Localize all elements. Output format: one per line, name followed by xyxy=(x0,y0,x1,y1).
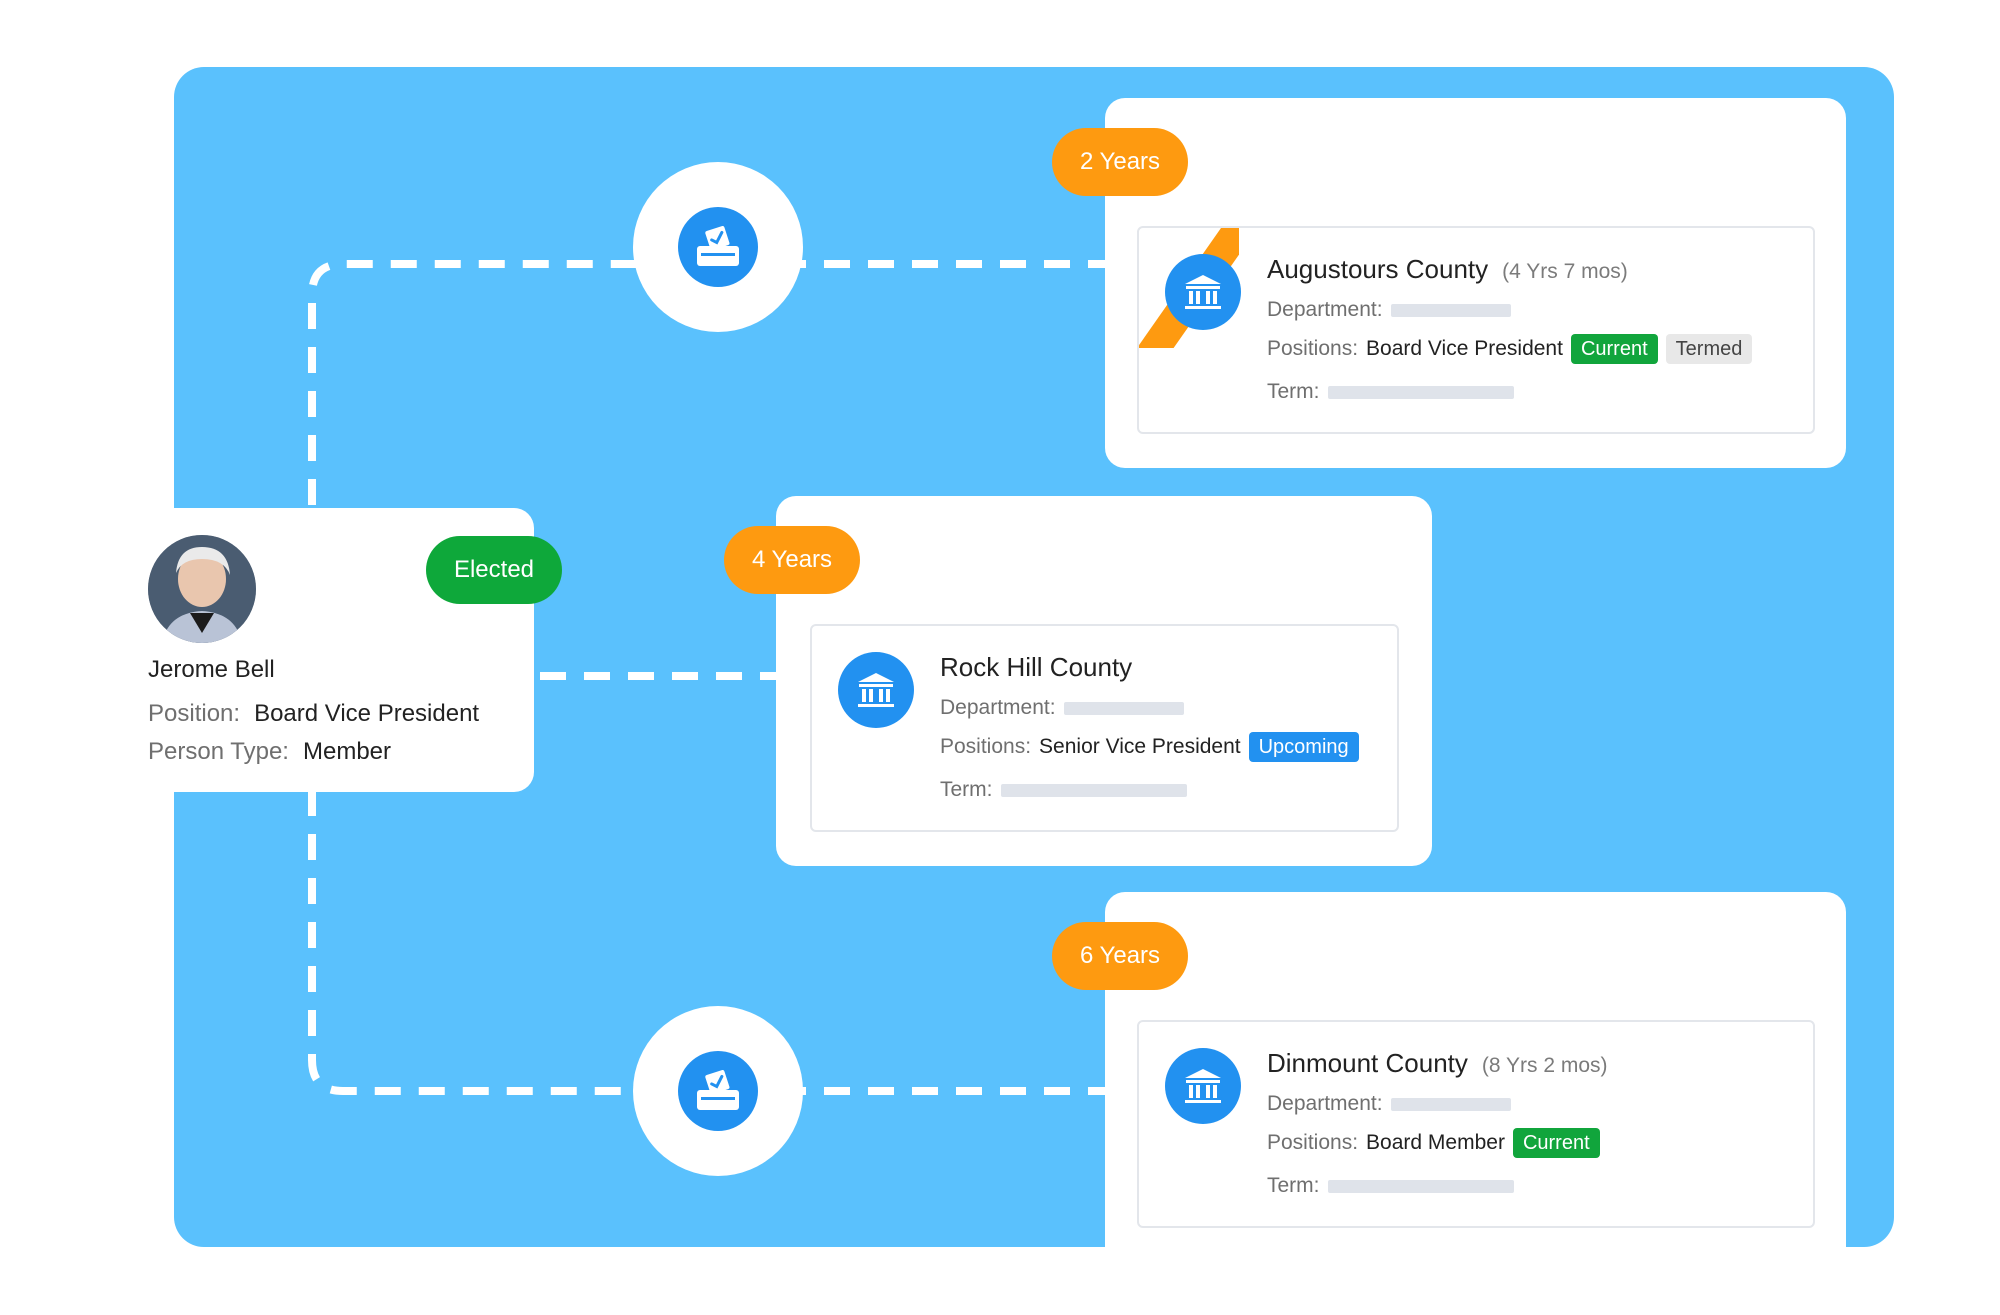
positions-row: Positions: Board Member Current xyxy=(1267,1128,1608,1158)
term-placeholder xyxy=(1327,1179,1514,1193)
org-detail-panel: Primary Augustours County (4 Yrs 7 mos) … xyxy=(1137,226,1815,434)
person-name: Jerome Bell xyxy=(148,656,275,683)
org-detail-panel: Dinmount County (8 Yrs 2 mos) Department… xyxy=(1137,1020,1815,1228)
org-title-row: Augustours County (4 Yrs 7 mos) xyxy=(1267,254,1628,285)
current-badge: Current xyxy=(1570,334,1658,364)
government-building-icon xyxy=(838,652,914,728)
current-badge: Current xyxy=(1512,1128,1600,1158)
ballot-node-top xyxy=(633,162,803,332)
ballot-box-icon xyxy=(678,1051,758,1131)
person-type-row: Person Type: Member xyxy=(148,738,391,766)
org-name: Rock Hill County xyxy=(940,652,1133,682)
positions-row: Positions: Senior Vice President Upcomin… xyxy=(940,732,1367,762)
department-row: Department: xyxy=(1267,298,1511,322)
department-label: Department: xyxy=(940,696,1056,719)
person-type-label: Person Type: xyxy=(148,738,289,765)
term-placeholder xyxy=(1000,783,1187,797)
position-value: Senior Vice President xyxy=(1039,735,1241,758)
org-title-row: Dinmount County (8 Yrs 2 mos) xyxy=(1267,1048,1608,1079)
org-title-row: Rock Hill County xyxy=(940,652,1132,683)
person-avatar xyxy=(148,535,256,643)
government-building-icon xyxy=(1165,254,1241,330)
positions-label: Positions: xyxy=(1267,1131,1359,1154)
termed-badge: Termed xyxy=(1665,334,1753,364)
org-tenure: (4 Yrs 7 mos) xyxy=(1502,260,1628,283)
person-position-row: Position: Board Vice President xyxy=(148,700,479,728)
position-value: Board Vice President xyxy=(254,700,480,727)
position-value: Board Vice President xyxy=(1366,337,1563,360)
department-label: Department: xyxy=(1267,298,1383,321)
positions-label: Positions: xyxy=(940,735,1032,758)
position-label: Position: xyxy=(148,700,241,727)
org-detail-panel: Rock Hill County Department: Positions: … xyxy=(810,624,1399,832)
duration-badge: 6 Years xyxy=(1052,922,1188,990)
term-placeholder xyxy=(1327,385,1514,399)
ballot-box-icon xyxy=(678,207,758,287)
department-row: Department: xyxy=(1267,1092,1511,1116)
department-placeholder xyxy=(1390,1097,1511,1111)
department-row: Department: xyxy=(940,696,1184,720)
org-tenure: (8 Yrs 2 mos) xyxy=(1481,1054,1608,1077)
positions-label: Positions: xyxy=(1267,337,1359,360)
upcoming-badge: Upcoming xyxy=(1248,732,1359,762)
position-value: Board Member xyxy=(1366,1131,1505,1154)
term-row: Term: xyxy=(1267,380,1514,404)
government-building-icon xyxy=(1165,1048,1241,1124)
duration-badge: 4 Years xyxy=(724,526,860,594)
department-placeholder xyxy=(1390,303,1511,317)
positions-row: Positions: Board Vice President Current … xyxy=(1267,334,1760,364)
org-name: Augustours County xyxy=(1267,254,1489,284)
elected-badge: Elected xyxy=(426,536,562,604)
ballot-node-bottom xyxy=(633,1006,803,1176)
term-row: Term: xyxy=(1267,1174,1514,1198)
org-card-rock-hill[interactable]: Rock Hill County Department: Positions: … xyxy=(776,496,1432,866)
person-type-value: Member xyxy=(302,738,392,765)
term-label: Term: xyxy=(1267,1174,1320,1197)
term-label: Term: xyxy=(1267,380,1320,403)
term-row: Term: xyxy=(940,778,1187,802)
department-placeholder xyxy=(1063,701,1184,715)
org-card-augustours[interactable]: Primary Augustours County (4 Yrs 7 mos) … xyxy=(1105,98,1846,468)
org-card-dinmount[interactable]: Dinmount County (8 Yrs 2 mos) Department… xyxy=(1105,892,1846,1247)
term-label: Term: xyxy=(940,778,993,801)
duration-badge: 2 Years xyxy=(1052,128,1188,196)
department-label: Department: xyxy=(1267,1092,1383,1115)
org-name: Dinmount County xyxy=(1267,1048,1468,1078)
